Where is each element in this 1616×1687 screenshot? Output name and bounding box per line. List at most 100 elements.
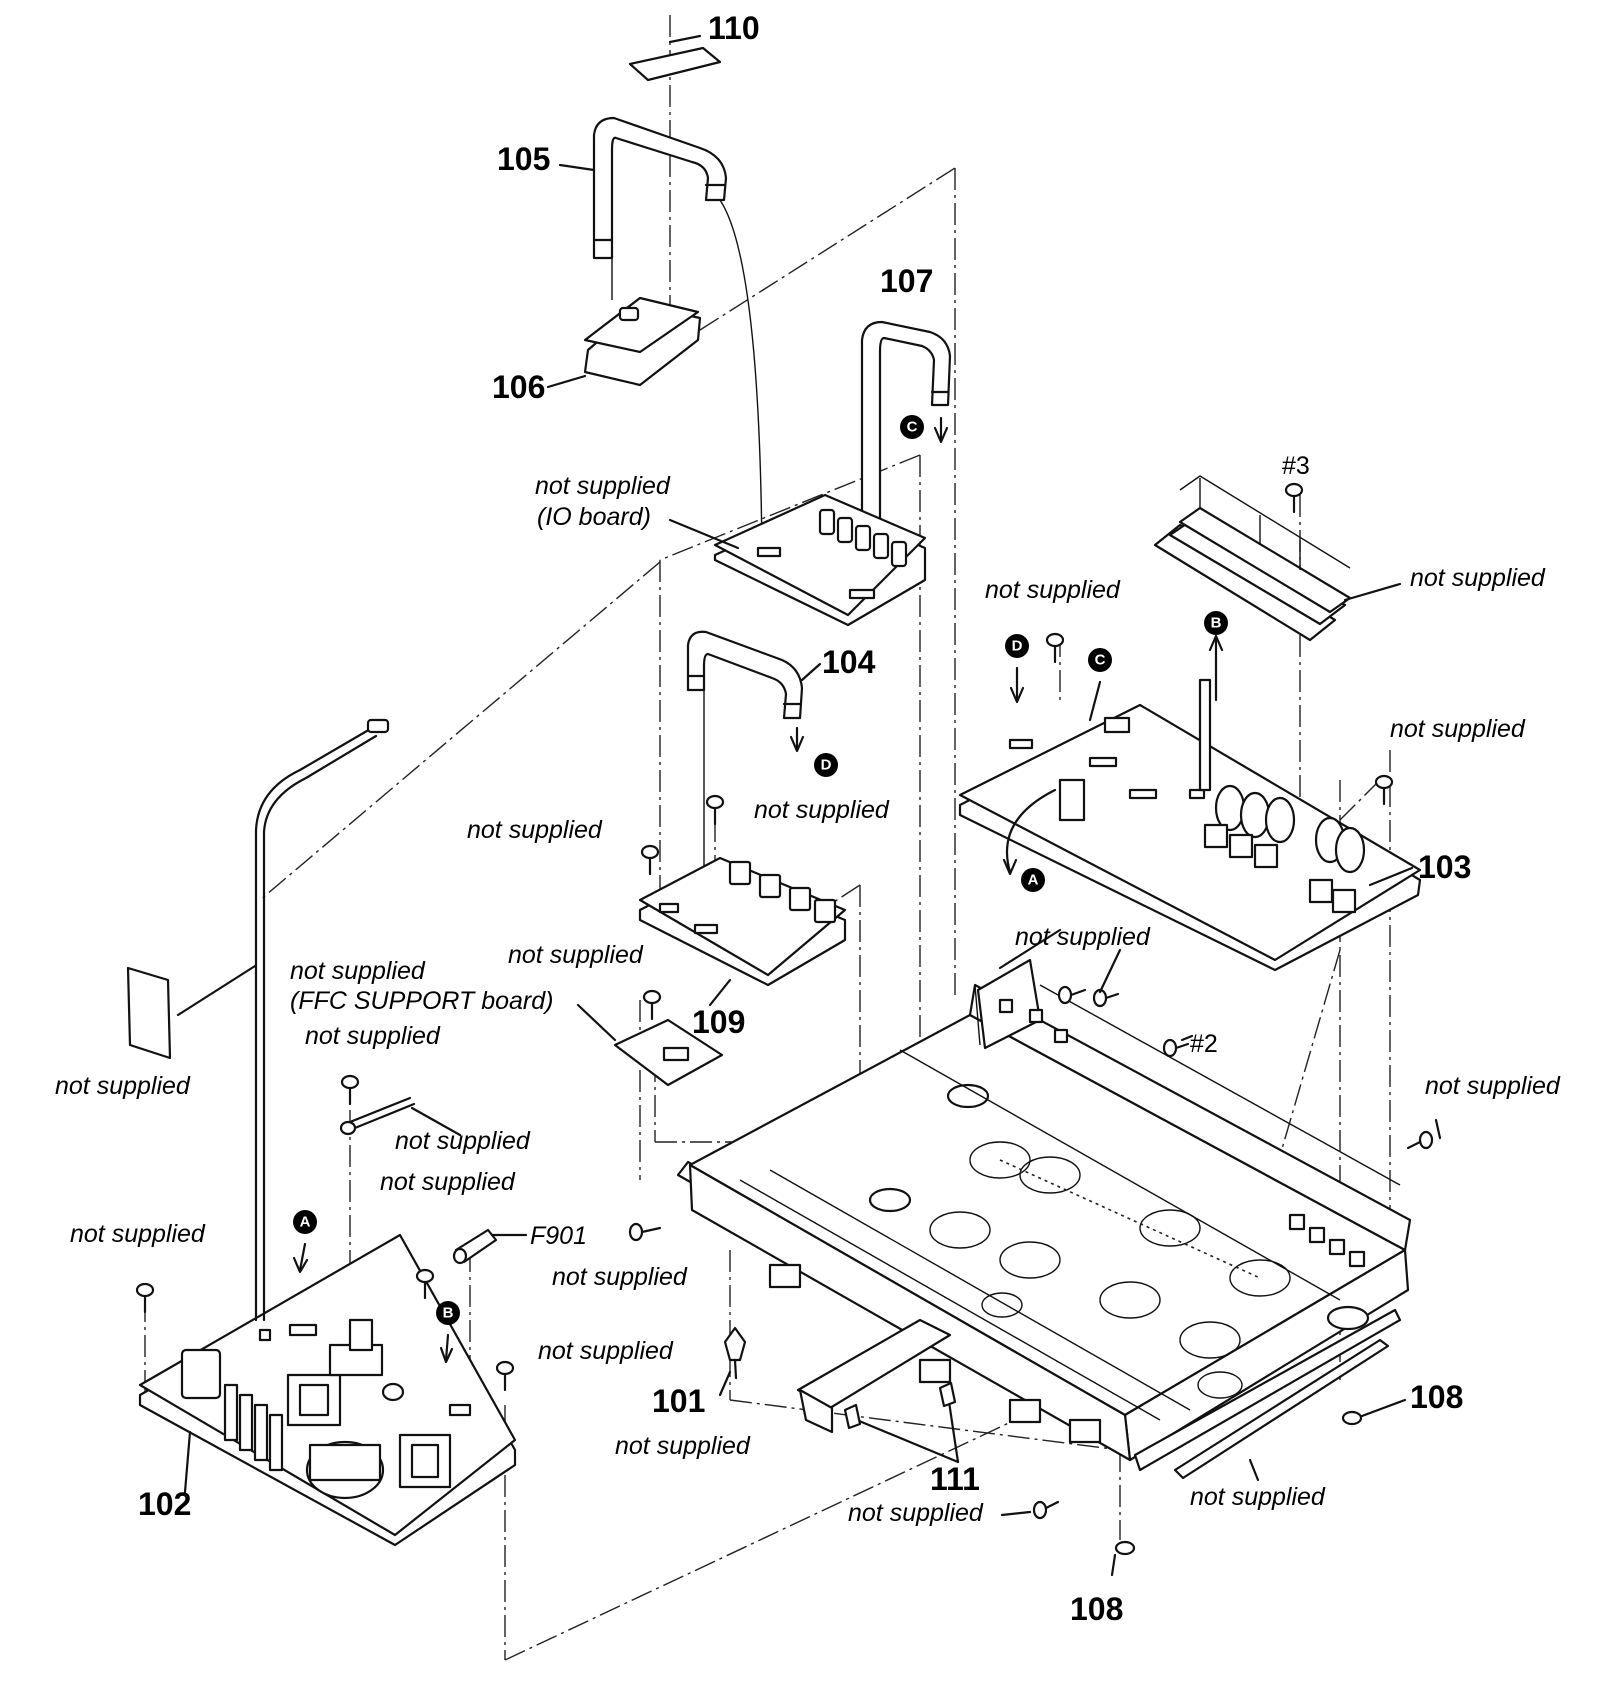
part-110-label-plate: [628, 34, 722, 82]
label-101: 101: [652, 1383, 705, 1419]
marker-c-top: C: [900, 415, 924, 439]
screw-icon: [1374, 774, 1394, 806]
fuse-ref: F901: [530, 1222, 587, 1250]
label-103: 103: [1418, 849, 1471, 885]
part-106-module: [546, 258, 702, 389]
screw-icon: [1045, 632, 1065, 664]
annotations: not supplied (IO board) not supplied not…: [55, 472, 1561, 1527]
part-104-flat-cable: [686, 630, 822, 905]
note-screw-chassis-top: not supplied: [1015, 923, 1151, 951]
note-screw-board-left: not supplied: [467, 816, 603, 844]
screw-icon: [705, 794, 725, 826]
part-108-feet: [1110, 1398, 1407, 1577]
part-103-main-board: [958, 678, 1422, 972]
side-rail: [1173, 1338, 1390, 1482]
harness-cable: [176, 718, 390, 1322]
note-screw-ffc-lower: not supplied: [305, 1022, 441, 1050]
note-bracket: not supplied: [615, 1432, 751, 1460]
note-ffc-support-1: not supplied: [290, 957, 426, 985]
screw-icon: [135, 1282, 155, 1314]
screw-icon: [640, 844, 660, 876]
svg-text:A: A: [300, 1214, 311, 1231]
note-screw-fuse: not supplied: [380, 1168, 516, 1196]
note-screw-far-left: not supplied: [70, 1220, 206, 1248]
marker-b-top: B: [1204, 611, 1228, 635]
svg-text:A: A: [1028, 872, 1039, 889]
part-number-labels: 110 105 106 107 104 109 103 102 101 108 …: [138, 10, 1471, 1627]
screw-ref-3: #3: [1282, 452, 1310, 480]
chassis-front-slots: [768, 1263, 1102, 1444]
label-104: 104: [822, 644, 876, 680]
reference-labels: #3 #2 F901: [530, 452, 1310, 1250]
svg-text:C: C: [1095, 652, 1106, 669]
part-109-board: [638, 856, 847, 1007]
svg-text:D: D: [1012, 638, 1023, 655]
screw-icon: [495, 1360, 515, 1392]
part-105-flat-cable: [558, 116, 763, 561]
label-110: 110: [708, 10, 760, 46]
svg-text:B: B: [443, 1305, 454, 1322]
marker-b-psu: B: [436, 1301, 460, 1325]
part-111-leaders: [843, 1381, 960, 1464]
note-screw-right: not supplied: [1390, 715, 1526, 743]
note-io-board-2: (IO board): [537, 503, 651, 531]
svg-text:D: D: [821, 757, 832, 774]
marker-a-board: A: [1021, 868, 1045, 892]
marker-d-board: D: [1005, 634, 1029, 658]
marker-d-cable: D: [814, 753, 838, 777]
screw-ref-2: #2: [1190, 1030, 1218, 1058]
screw-icon: [642, 989, 662, 1021]
label-109: 109: [692, 1004, 745, 1040]
main-chassis: [676, 958, 1412, 1472]
note-card: not supplied: [55, 1072, 191, 1100]
note-screw-psu-right: not supplied: [538, 1337, 674, 1365]
screw-icon: [340, 1074, 360, 1106]
io-board: [668, 493, 927, 627]
part-109-connectors: [728, 860, 837, 924]
label-111: 111: [930, 1461, 980, 1497]
screw-icon: [1406, 1130, 1434, 1150]
screw-icon: [1057, 985, 1087, 1005]
heat-sink: [1153, 475, 1402, 642]
marker-c-board: C: [1088, 648, 1112, 672]
chassis-rear-ports: [998, 998, 1366, 1268]
screw-icon: [1284, 482, 1304, 514]
part-101-spacer: [718, 1326, 747, 1397]
screw-icon: [1032, 1500, 1060, 1520]
chassis-floor-features: [739, 1049, 1370, 1421]
label-108-bottom: 108: [1070, 1591, 1123, 1627]
svg-text:C: C: [907, 419, 918, 436]
note-screw-top: not supplied: [985, 576, 1121, 604]
label-107: 107: [880, 263, 933, 299]
note-screw-chassis-left: not supplied: [552, 1263, 688, 1291]
note-screw-bottom: not supplied: [848, 1499, 984, 1527]
marker-a-top: A: [293, 1210, 317, 1234]
insulation-sheet: [126, 966, 172, 1060]
svg-text:B: B: [1211, 615, 1222, 632]
screw-icon: [1092, 988, 1120, 1008]
part-102-components: [180, 1318, 472, 1500]
note-screw-ffc: not supplied: [508, 941, 644, 969]
note-ffc-support-2: (FFC SUPPORT board): [290, 987, 553, 1015]
label-105: 105: [497, 141, 550, 177]
part-102-power-board: [138, 1233, 517, 1547]
screws: [135, 482, 1442, 1520]
screw-icon: [1162, 1038, 1190, 1058]
io-board-jacks: [818, 508, 908, 568]
note-screw-chassis-right: not supplied: [1425, 1072, 1561, 1100]
screw-icon: [628, 1222, 662, 1242]
note-screw-board-mid: not supplied: [754, 796, 890, 824]
label-106: 106: [492, 369, 545, 405]
support-rod: [339, 1096, 462, 1137]
note-heat-sink: not supplied: [1410, 564, 1546, 592]
note-rail: not supplied: [1190, 1483, 1326, 1511]
screw-icon: [415, 1268, 435, 1300]
part-103-components: [1008, 678, 1366, 914]
label-108-right: 108: [1410, 1379, 1463, 1415]
ffc-support-board: [576, 1003, 724, 1087]
note-io-board-1: not supplied: [535, 472, 671, 500]
note-rod: not supplied: [395, 1127, 531, 1155]
marker-arrows: [292, 634, 1224, 1364]
